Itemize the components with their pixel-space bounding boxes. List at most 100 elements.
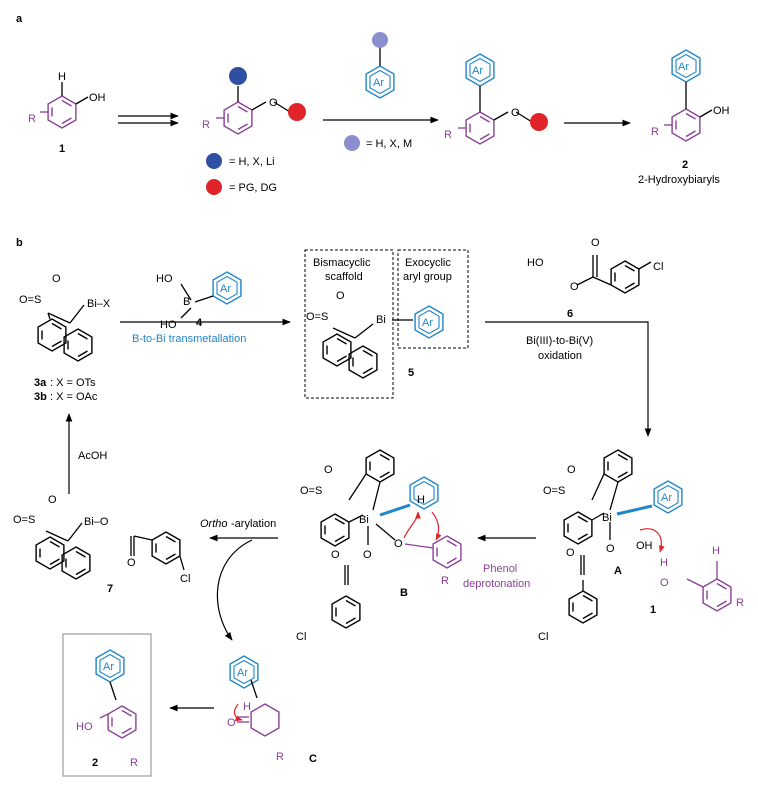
box1-l2: scaffold	[325, 271, 363, 283]
compound-B	[320, 449, 395, 629]
c4-number: 4	[196, 317, 203, 329]
coupled-red-dot	[530, 113, 548, 131]
cC-o: O	[227, 717, 236, 729]
c4-ho1: HO	[156, 273, 173, 285]
product-r: R	[651, 126, 659, 138]
box1-l1: Bismacyclic	[313, 257, 371, 269]
c6-o1: O	[570, 281, 579, 293]
cB-red-arrow-2	[431, 511, 442, 541]
cC-h: H	[243, 701, 251, 713]
lavender-dot	[372, 32, 388, 48]
cB-label: B	[400, 587, 408, 599]
legend-blue-dot	[206, 153, 222, 169]
reagent-aryl	[365, 46, 395, 99]
compound-A	[563, 449, 633, 624]
c1-number: 1	[59, 143, 65, 155]
c5-number: 5	[408, 367, 414, 379]
panel-b-label: b	[16, 237, 23, 249]
c6-o-carbonyl: O	[591, 237, 600, 249]
cB-red-arrow-1	[403, 511, 421, 539]
c5-bi: Bi	[376, 314, 386, 326]
step3-l2: deprotonation	[463, 578, 530, 590]
c3-label-b-bold: 3b	[34, 391, 47, 403]
cA-so2: O=S	[543, 485, 565, 497]
cC-ar: Ar	[237, 667, 248, 679]
cA-bi: Bi	[602, 512, 612, 524]
c4-ho2: HO	[160, 319, 177, 331]
step2-l1: Bi(III)-to-Bi(V)	[526, 335, 593, 347]
c1-h: H	[58, 71, 66, 83]
product-ar: Ar	[678, 61, 689, 73]
c3-label-b: : X = OAc	[50, 391, 98, 403]
product-number: 2	[682, 159, 688, 171]
int-r: R	[202, 119, 210, 131]
c6-number: 6	[567, 308, 573, 320]
exocyclic-box	[397, 249, 469, 349]
cA-red-arrow	[639, 528, 665, 553]
c4-ar: Ar	[220, 283, 231, 295]
compound-B-phenoxide	[432, 535, 462, 569]
compound-1	[40, 82, 89, 129]
arrow-b4-curve	[216, 539, 253, 641]
c6-ho: HO	[527, 257, 544, 269]
c2b-number: 2	[92, 757, 98, 769]
c1b-r: R	[736, 597, 744, 609]
cC-r: R	[276, 751, 284, 763]
c1b-o: O	[660, 577, 669, 589]
c1-r: R	[28, 113, 36, 125]
cA-oh: OH	[636, 540, 653, 552]
cB-cl: Cl	[296, 631, 306, 643]
c2b-r: R	[130, 757, 138, 769]
c1-oh: OH	[89, 92, 106, 104]
coupled-o: O	[511, 107, 520, 119]
c3-o-top: O	[52, 273, 61, 285]
product-oh: OH	[713, 105, 730, 117]
c7-o2: O	[127, 557, 136, 569]
c3-label-a-bold: 3a	[34, 377, 47, 389]
cB-o1: O	[363, 549, 372, 561]
cC-label: C	[309, 753, 317, 765]
compound-4	[180, 271, 242, 319]
cB-o: O	[394, 538, 403, 550]
box2-l2: aryl group	[403, 271, 452, 283]
c1b-h: H	[660, 557, 668, 569]
c3-so2: O=S	[19, 294, 41, 306]
bismacyclic-box	[304, 249, 394, 399]
cA-ar: Ar	[661, 492, 672, 504]
legend-red-dot	[206, 179, 222, 195]
red-dot	[288, 103, 306, 121]
reagent-ar: Ar	[373, 77, 384, 89]
cB-bi: Bi	[359, 514, 369, 526]
cA-cl: Cl	[538, 631, 548, 643]
cB-r: R	[441, 575, 449, 587]
legend-red: = PG, DG	[229, 182, 277, 194]
cA-o-top: O	[567, 464, 576, 476]
step4-italic: Ortho	[200, 518, 228, 530]
cA-label: A	[614, 565, 622, 577]
product-name: 2-Hydroxybiaryls	[638, 174, 720, 186]
legend-lavender-dot	[344, 135, 360, 151]
panel-a-label: a	[16, 13, 23, 25]
cB-o-top: O	[324, 464, 333, 476]
c7-bi: Bi–O	[84, 516, 109, 528]
compound-3	[37, 304, 93, 362]
cB-h: H	[417, 494, 425, 506]
c5-ar: Ar	[422, 317, 433, 329]
intermediate-aryl	[216, 86, 291, 135]
c3-bi: Bi–X	[87, 298, 111, 310]
legend-lavender: = H, X, M	[366, 138, 412, 150]
step2-l2: oxidation	[538, 350, 582, 362]
cA-o2: O	[566, 547, 575, 559]
c1b-number: 1	[650, 604, 656, 616]
c7-number: 7	[107, 583, 113, 595]
cB-so2: O=S	[300, 485, 322, 497]
legend-blue: = H, X, Li	[229, 156, 275, 168]
blue-dot	[229, 67, 247, 85]
step3-l1: Phenol	[483, 563, 517, 575]
step4-rest: -arylation	[231, 518, 276, 530]
compound-1b	[686, 561, 732, 612]
c4-b: B	[183, 296, 190, 308]
c3-label-a: : X = OTs	[50, 377, 96, 389]
c1b-h2: H	[712, 545, 720, 557]
compound-C-ring	[237, 679, 280, 737]
